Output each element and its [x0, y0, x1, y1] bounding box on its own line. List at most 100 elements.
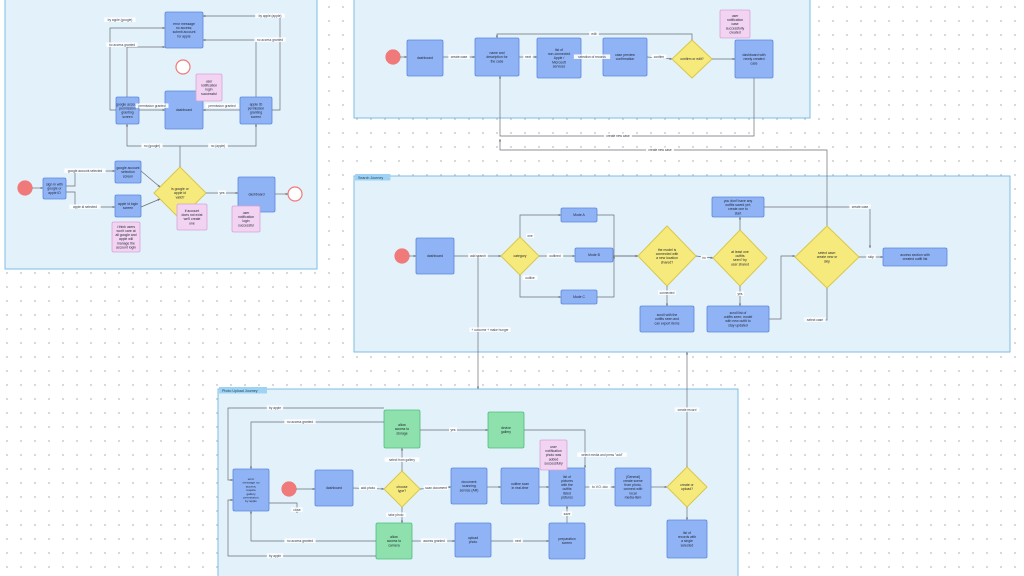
edge-label-bg	[254, 37, 286, 42]
edge-label-bg	[266, 405, 284, 410]
f2-decision-node[interactable]: confirm or edit?	[671, 39, 713, 79]
f3-three-node[interactable]: Mode C	[560, 289, 598, 305]
node-box	[195, 73, 223, 102]
arrow-head	[546, 485, 549, 489]
f4-dashboard-node[interactable]: dashboard	[314, 469, 354, 507]
f3-two-node[interactable]: Mode B	[574, 247, 614, 263]
frame-login	[4, 0, 318, 270]
arrow-head	[472, 55, 475, 59]
f2-dashboard-node[interactable]: dashboard	[406, 39, 444, 77]
arrow-head	[162, 26, 165, 30]
node-label: dashboard	[417, 56, 433, 60]
edge-label-f3-create-new-case: create new case	[648, 148, 671, 152]
arrow-head	[664, 485, 667, 489]
arrow-head	[732, 57, 735, 61]
edge-label-f4-save: save	[564, 512, 571, 516]
edge-label-f2-next: next	[525, 55, 531, 59]
edge-label-bg	[736, 291, 744, 296]
arrow-head	[448, 486, 451, 489]
decision-diamond	[671, 39, 713, 79]
edge-label-f1-by-apple-top: by apple (google)	[108, 18, 133, 22]
edge-label-f4-select-add: select media and press "add"	[581, 453, 622, 457]
connector-line	[597, 256, 615, 298]
frame-title: Photo Upload Journey	[222, 389, 258, 393]
arrow-head	[710, 256, 713, 259]
edge-label-bg	[513, 538, 523, 543]
node-box	[114, 160, 142, 184]
arrow-head	[498, 485, 501, 489]
connector-line	[250, 511, 376, 542]
edge-label-bg	[546, 253, 564, 258]
arrow-head	[203, 14, 206, 18]
connector-line	[203, 15, 281, 111]
arrow-head	[230, 478, 233, 482]
f3-one-node[interactable]: Mode A	[560, 207, 598, 223]
arrow-head	[400, 520, 404, 523]
arrow-head	[230, 498, 233, 502]
f3-dashboard-node[interactable]: dashboard	[415, 237, 455, 275]
edge-label-f3-yes: yes	[738, 292, 743, 296]
arrow-head	[498, 254, 501, 258]
arrow-head	[572, 254, 575, 258]
arrow-head	[249, 466, 253, 469]
arrow-head	[792, 254, 795, 258]
edge-label-bg	[522, 275, 538, 280]
end-node	[287, 186, 303, 202]
edge-label-bg	[849, 204, 871, 209]
edge-label-bg	[658, 290, 676, 295]
node-box	[176, 203, 208, 231]
connector-line	[519, 275, 561, 298]
arrow-head	[452, 539, 455, 543]
arrow-head	[476, 386, 480, 389]
node-box	[115, 96, 140, 125]
start-node-3	[394, 248, 410, 264]
arrow-head	[254, 124, 258, 127]
arrow-head	[738, 303, 742, 306]
edge-label-bg	[604, 133, 632, 138]
